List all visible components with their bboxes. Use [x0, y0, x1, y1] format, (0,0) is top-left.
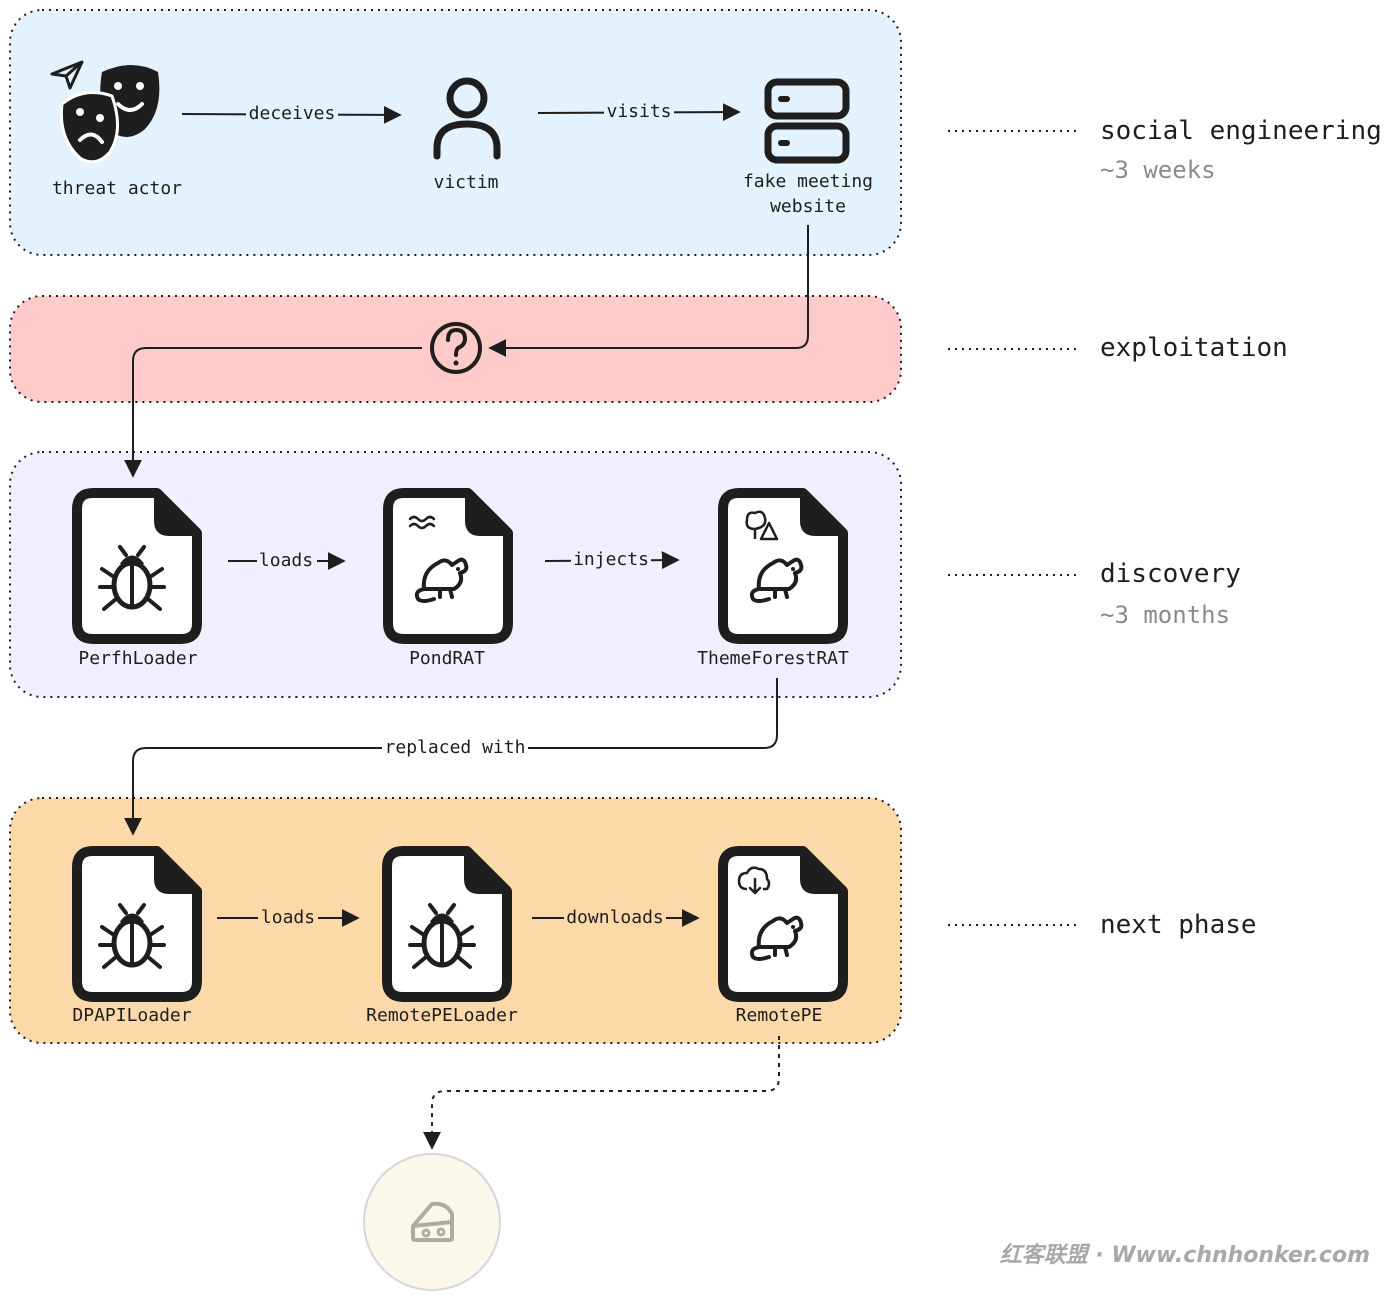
discovery-phase-label: discovery	[1100, 559, 1241, 589]
exploitation-phase-label: exploitation	[1100, 333, 1288, 363]
next-stage-node	[363, 1153, 501, 1291]
site-to-exploit-edge	[488, 225, 809, 357]
social-phase-duration: ~3 weeks	[1100, 156, 1216, 184]
discovery-phase-duration: ~3 months	[1100, 601, 1230, 629]
fake-site-label-line1: fake meeting	[743, 171, 873, 192]
cheese-icon	[411, 1201, 454, 1242]
remotepeloader-label: RemotePELoader	[366, 1005, 518, 1026]
injects-label: injects	[573, 549, 649, 570]
dpapiloader-label: DPAPILoader	[72, 1005, 191, 1026]
next-stage-edge	[423, 1036, 780, 1150]
downloads-label: downloads	[566, 907, 664, 928]
social-engineering-zone	[9, 9, 902, 256]
perfhloader-label: PerfhLoader	[78, 648, 197, 669]
bug-file-icon	[77, 851, 197, 997]
deceives-label: deceives	[249, 103, 336, 124]
next-phase-label: next phase	[1100, 910, 1257, 940]
masks-icon	[50, 60, 160, 164]
victim-label: victim	[433, 172, 498, 193]
themeforestrat-label: ThemeForestRAT	[697, 648, 849, 669]
rat-file-icon	[723, 493, 843, 639]
loads-label-1: loads	[259, 550, 313, 571]
person-icon	[433, 77, 501, 160]
fake-site-label-line2: website	[770, 196, 846, 217]
remotepe-label: RemotePE	[736, 1005, 823, 1026]
replaced-with-label: replaced with	[385, 737, 526, 758]
loads-label-2: loads	[261, 907, 315, 928]
bug-file-icon	[387, 851, 507, 997]
exploit-to-perfhloader-edge	[124, 347, 422, 478]
bug-file-icon	[77, 493, 197, 639]
threat-actor-label: threat actor	[52, 178, 182, 199]
rat-file-icon	[388, 493, 508, 639]
server-icon	[764, 78, 850, 164]
watermark: 红客联盟 · Www.chnhonker.com	[1000, 1242, 1370, 1268]
social-phase-label: social engineering	[1100, 116, 1382, 146]
visits-label: visits	[606, 101, 671, 122]
question-icon	[430, 322, 482, 374]
rat-file-icon	[723, 851, 843, 997]
pondrat-label: PondRAT	[409, 648, 485, 669]
